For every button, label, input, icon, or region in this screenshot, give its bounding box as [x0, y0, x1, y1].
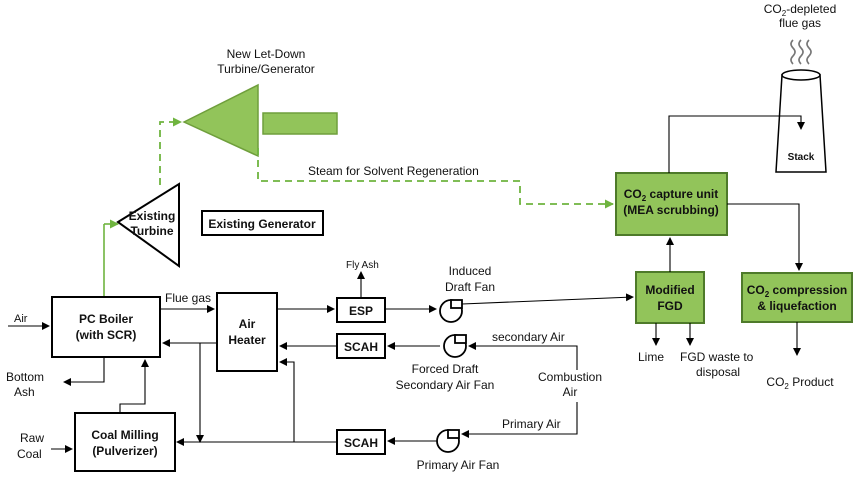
existing-generator — [201, 210, 324, 236]
raw-coal-label-line1: Raw — [20, 431, 44, 445]
primary-air-fan-icon — [436, 429, 460, 453]
existing-turbine-label-line1: Existing — [129, 209, 176, 223]
esp-label: ESP — [349, 304, 373, 318]
existing-turbine-label-line2: Turbine — [130, 224, 173, 238]
forced-fan-label-line2: Secondary Air Fan — [396, 378, 495, 392]
primary-fan-label: Primary Air Fan — [417, 458, 500, 472]
combustion-air-label-line2: Air — [563, 385, 578, 399]
co2-depleted-label-line2: flue gas — [779, 16, 821, 30]
forced-fan-label-line1: Forced Draft — [412, 362, 479, 376]
pc-boiler — [51, 296, 161, 358]
steam-regeneration-label: Steam for Solvent Regeneration — [308, 164, 479, 178]
pc-boiler-label-line1: PC Boiler — [79, 312, 133, 326]
co2-depleted-label: CO2-depleted — [764, 2, 837, 18]
new-turbine-label-line2: Turbine/Generator — [217, 62, 315, 76]
co2-compression-label-line1: CO2 compression — [747, 283, 847, 299]
induced-draft-fan-icon — [439, 299, 463, 323]
induced-fan-label-line1: Induced — [449, 264, 492, 278]
secondary-air-label: secondary Air — [492, 330, 565, 344]
esp — [336, 297, 386, 323]
new-generator — [262, 112, 338, 135]
new-let-down-turbine — [182, 83, 259, 158]
modified-fgd-label-line2: FGD — [657, 299, 683, 313]
air-heater-label-line1: Air — [239, 317, 256, 331]
air-heater-label-line2: Heater — [228, 333, 266, 347]
existing-generator-label: Existing Generator — [208, 217, 316, 231]
fgd-waste-label-line2: disposal — [696, 365, 740, 379]
modified-fgd — [635, 271, 705, 324]
co2-capture-label-line1: CO2 capture unit — [624, 187, 718, 203]
modified-fgd-label-line1: Modified — [645, 283, 694, 297]
steam-lines — [103, 117, 614, 297]
co2-capture-label-line2: (MEA scrubbing) — [623, 203, 719, 217]
pc-boiler-label-line2: (with SCR) — [76, 328, 137, 342]
scah-upper — [336, 333, 386, 359]
bottom-ash-label-line2: Ash — [14, 385, 35, 399]
fgd-waste-label-line1: FGD waste to — [680, 350, 754, 364]
smoke-icon — [790, 39, 812, 65]
coal-milling-label-line1: Coal Milling — [91, 428, 158, 442]
bottom-ash-label-line1: Bottom — [6, 370, 44, 384]
co2-compression-unit — [741, 272, 853, 323]
co2-product-label: CO2 Product — [766, 375, 834, 391]
scah-lower-label: SCAH — [344, 436, 378, 450]
scah-upper-label: SCAH — [344, 340, 378, 354]
lime-label: Lime — [638, 350, 664, 364]
primary-air-label: Primary Air — [502, 417, 561, 431]
forced-draft-fan-icon — [443, 334, 467, 358]
air-heater — [216, 292, 278, 372]
coal-milling — [74, 412, 176, 472]
flue-gas-label: Flue gas — [165, 291, 211, 305]
new-turbine-label-line1: New Let-Down — [227, 47, 306, 61]
combustion-air-label-line1: Combustion — [538, 370, 602, 384]
existing-turbine — [116, 182, 180, 268]
fly-ash-label: Fly Ash — [346, 260, 379, 271]
co2-compression-label-line2: & liquefaction — [757, 299, 836, 313]
stack-label: Stack — [788, 152, 815, 163]
coal-milling-label-line2: (Pulverizer) — [92, 444, 157, 458]
raw-coal-label-line2: Coal — [17, 447, 42, 461]
induced-fan-label-line2: Draft Fan — [445, 280, 495, 294]
air-label: Air — [14, 313, 28, 325]
